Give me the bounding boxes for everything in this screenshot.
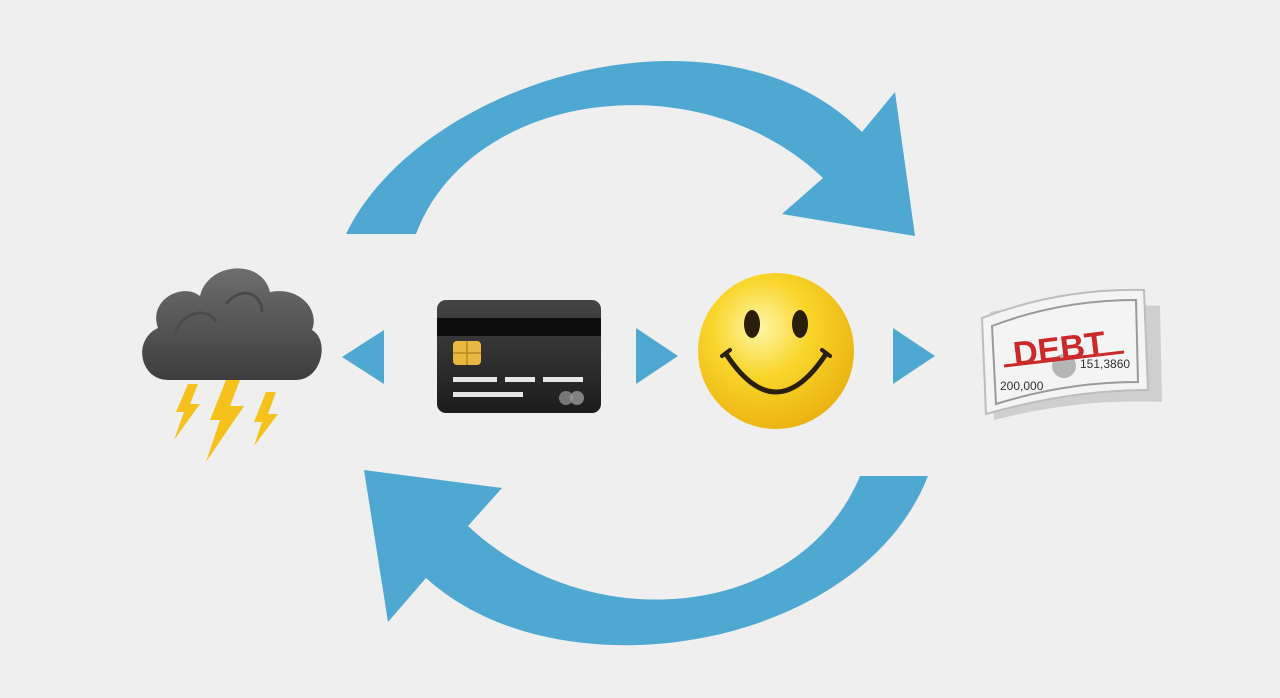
bill-amount-left: 200,000 (1000, 379, 1044, 393)
smiley-face (698, 273, 854, 429)
smiley-mouth (723, 351, 829, 395)
card-number-block (543, 377, 583, 382)
credit-card-icon (437, 300, 601, 413)
storm-cloud-icon (142, 268, 322, 462)
pointer-arrow-right-1 (636, 328, 678, 384)
cycle-arrow-bottom (364, 470, 928, 646)
cycle-arrow-bottom-shape (364, 470, 928, 646)
cloud-detail (224, 291, 264, 313)
card-number-block (505, 377, 535, 382)
pointer-arrow-left (342, 330, 384, 384)
lightning-bolt-icon (254, 392, 278, 446)
card-network-logo-icon (570, 391, 584, 405)
cycle-arrow-top-shape (346, 60, 915, 236)
card-number-block (453, 377, 497, 382)
cloud-shape (142, 268, 322, 380)
smiley-eye-right (792, 310, 808, 338)
cloud-detail (174, 311, 218, 333)
bill-underline (1003, 350, 1125, 368)
cycle-arrow-top (346, 60, 915, 236)
smiley-face-icon (698, 273, 854, 429)
card-name-block (453, 392, 523, 397)
bill-amount-right: 151,3860 (1080, 357, 1130, 371)
card-network-logo-icon (559, 391, 573, 405)
bill-border (990, 298, 1140, 406)
lightning-bolt-icon (174, 384, 200, 440)
debt-bill-icon: DEBT 200,000 151,3860 (980, 288, 1162, 420)
pointer-arrow-right-2 (893, 328, 935, 384)
lightning-bolt-icon (206, 380, 244, 462)
card-magstripe (437, 318, 601, 336)
smiley-eye-left (744, 310, 760, 338)
